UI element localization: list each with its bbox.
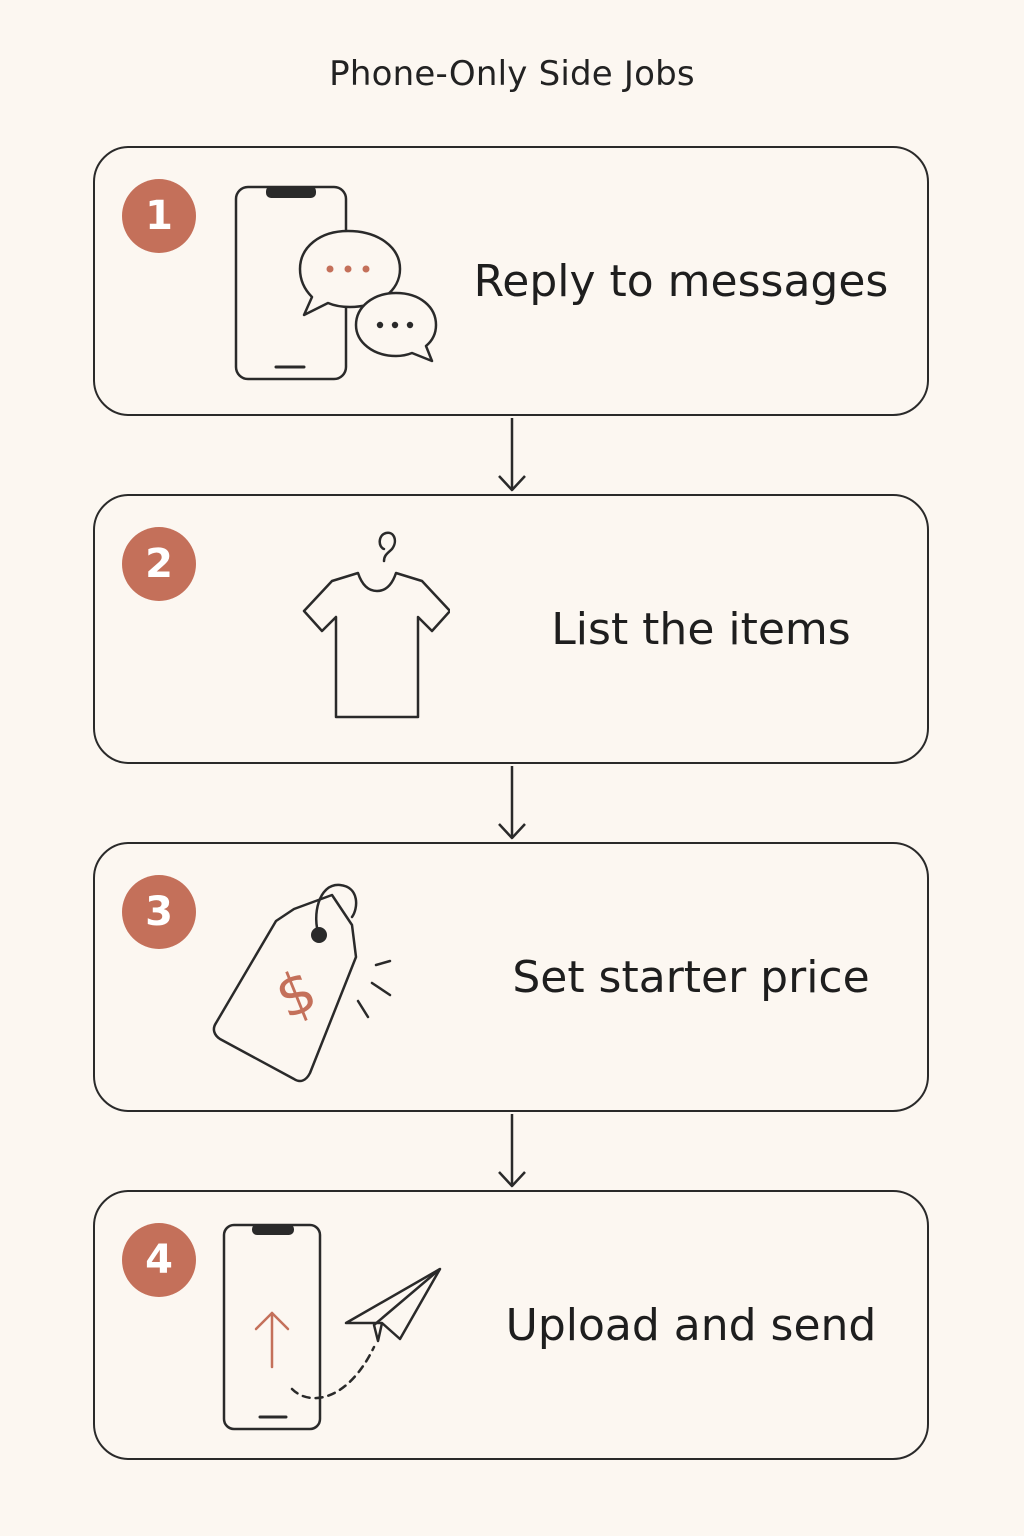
page-title: Phone-Only Side Jobs [329, 54, 695, 94]
shirt-checklist-icon [302, 531, 450, 719]
step-number-badge: 4 [122, 1223, 196, 1297]
step-card-3: 3 $ Set starter price [93, 842, 929, 1112]
step-label: Set starter price [512, 951, 870, 1003]
phone-chat-bubbles-icon [234, 185, 438, 381]
step-number-badge: 1 [122, 179, 196, 253]
price-tag-icon: $ [212, 883, 392, 1083]
step-number-badge: 3 [122, 875, 196, 949]
step-card-2: 2 List the items [93, 494, 929, 764]
step-card-4: 4 Upload and send [93, 1190, 929, 1460]
step-label: Reply to messages [473, 255, 889, 307]
arrow-down-icon [498, 418, 526, 492]
step-card-1: 1 Reply to messages [93, 146, 929, 416]
step-label: Upload and send [505, 1299, 877, 1351]
arrow-down-icon [498, 1114, 526, 1188]
step-number-badge: 2 [122, 527, 196, 601]
step-label: List the items [551, 603, 851, 655]
arrow-down-icon [498, 766, 526, 840]
phone-upload-paper-plane-icon [222, 1223, 442, 1431]
